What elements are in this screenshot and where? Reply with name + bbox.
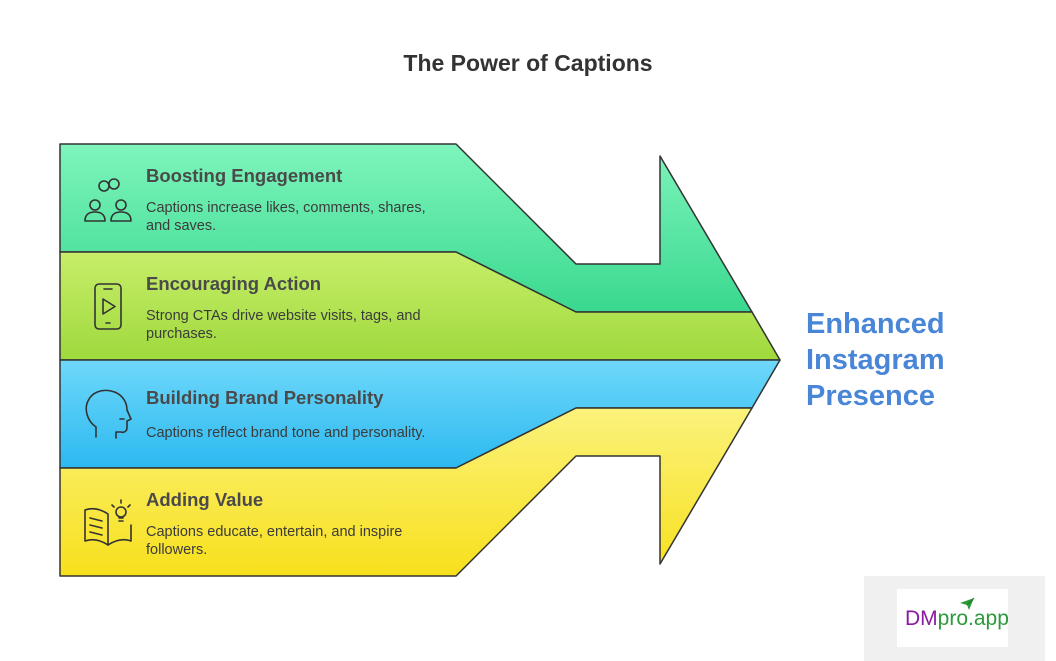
diagram-title: The Power of Captions [403, 50, 653, 76]
logo-text: DMpro.app [905, 607, 1009, 631]
row-description-adding-value: Captions educate, entertain, and inspire… [146, 523, 446, 559]
logo-watermark: DMpro.app [864, 576, 1045, 661]
result-line: Presence [806, 380, 935, 412]
logo-text-pro-app: pro.app [937, 607, 1009, 630]
logo-text-dm: DM [905, 607, 938, 630]
head-profile-icon [85, 389, 132, 439]
description-line: and saves. [146, 218, 217, 234]
description-line: Captions increase likes, comments, share… [146, 200, 426, 216]
description-line: Strong CTAs drive website visits, tags, … [146, 308, 421, 324]
paper-plane-icon [960, 597, 975, 610]
row-title-encouraging-action: Encouraging Action [146, 273, 322, 294]
description-line: purchases. [146, 326, 217, 342]
logo-card: DMpro.app [897, 589, 1009, 647]
row-title-adding-value: Adding Value [146, 489, 264, 510]
result-label: Enhanced Instagram Presence [806, 306, 945, 414]
band-adding-value [59, 407, 753, 577]
result-line: Enhanced [806, 308, 945, 340]
row-description-encouraging-action: Strong CTAs drive website visits, tags, … [146, 307, 446, 343]
people-link-icon [84, 178, 132, 222]
row-title-building-brand-personality: Building Brand Personality [146, 387, 384, 408]
description-line: Captions reflect brand tone and personal… [146, 425, 426, 441]
book-idea-icon [84, 499, 132, 546]
description-line: Captions educate, entertain, and inspire [146, 524, 403, 540]
row-description-boosting-engagement: Captions increase likes, comments, share… [146, 199, 446, 235]
result-line: Instagram [806, 344, 945, 376]
row-title-boosting-engagement: Boosting Engagement [146, 165, 343, 186]
description-line: followers. [146, 542, 208, 558]
row-description-building-brand-personality: Captions reflect brand tone and personal… [146, 424, 446, 442]
phone-play-icon [94, 283, 122, 330]
